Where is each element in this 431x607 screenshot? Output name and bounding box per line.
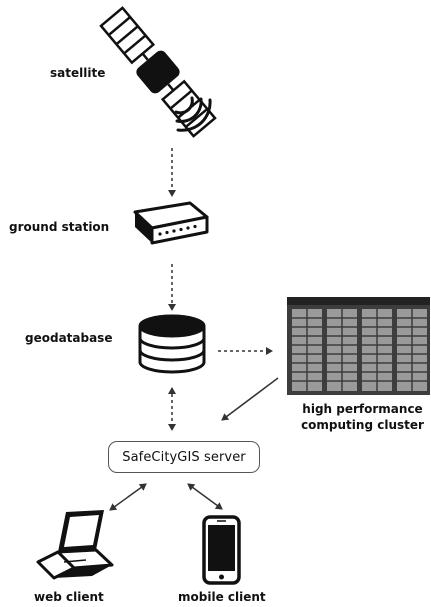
server-rack-icon bbox=[287, 297, 430, 395]
label-hpc-line1: high performance bbox=[302, 402, 423, 416]
arrow-hpc-to-server bbox=[221, 377, 279, 421]
label-web-client: web client bbox=[34, 590, 104, 604]
database-icon bbox=[138, 314, 206, 374]
label-mobile-client: mobile client bbox=[178, 590, 266, 604]
smartphone-icon bbox=[202, 515, 241, 585]
laptop-icon bbox=[36, 510, 114, 580]
label-hpc-line2: computing cluster bbox=[301, 418, 424, 432]
arrow-server-web-client bbox=[109, 483, 147, 511]
satellite-icon bbox=[99, 6, 217, 138]
signal-waves-icon bbox=[174, 96, 212, 132]
arrow-server-mobile-client bbox=[187, 483, 223, 510]
label-geodatabase: geodatabase bbox=[25, 331, 113, 345]
server-box: SafeCityGIS server bbox=[108, 441, 260, 473]
label-ground-station: ground station bbox=[9, 220, 110, 234]
label-server: SafeCityGIS server bbox=[122, 449, 246, 465]
label-satellite: satellite bbox=[50, 66, 106, 80]
router-icon bbox=[133, 201, 209, 245]
